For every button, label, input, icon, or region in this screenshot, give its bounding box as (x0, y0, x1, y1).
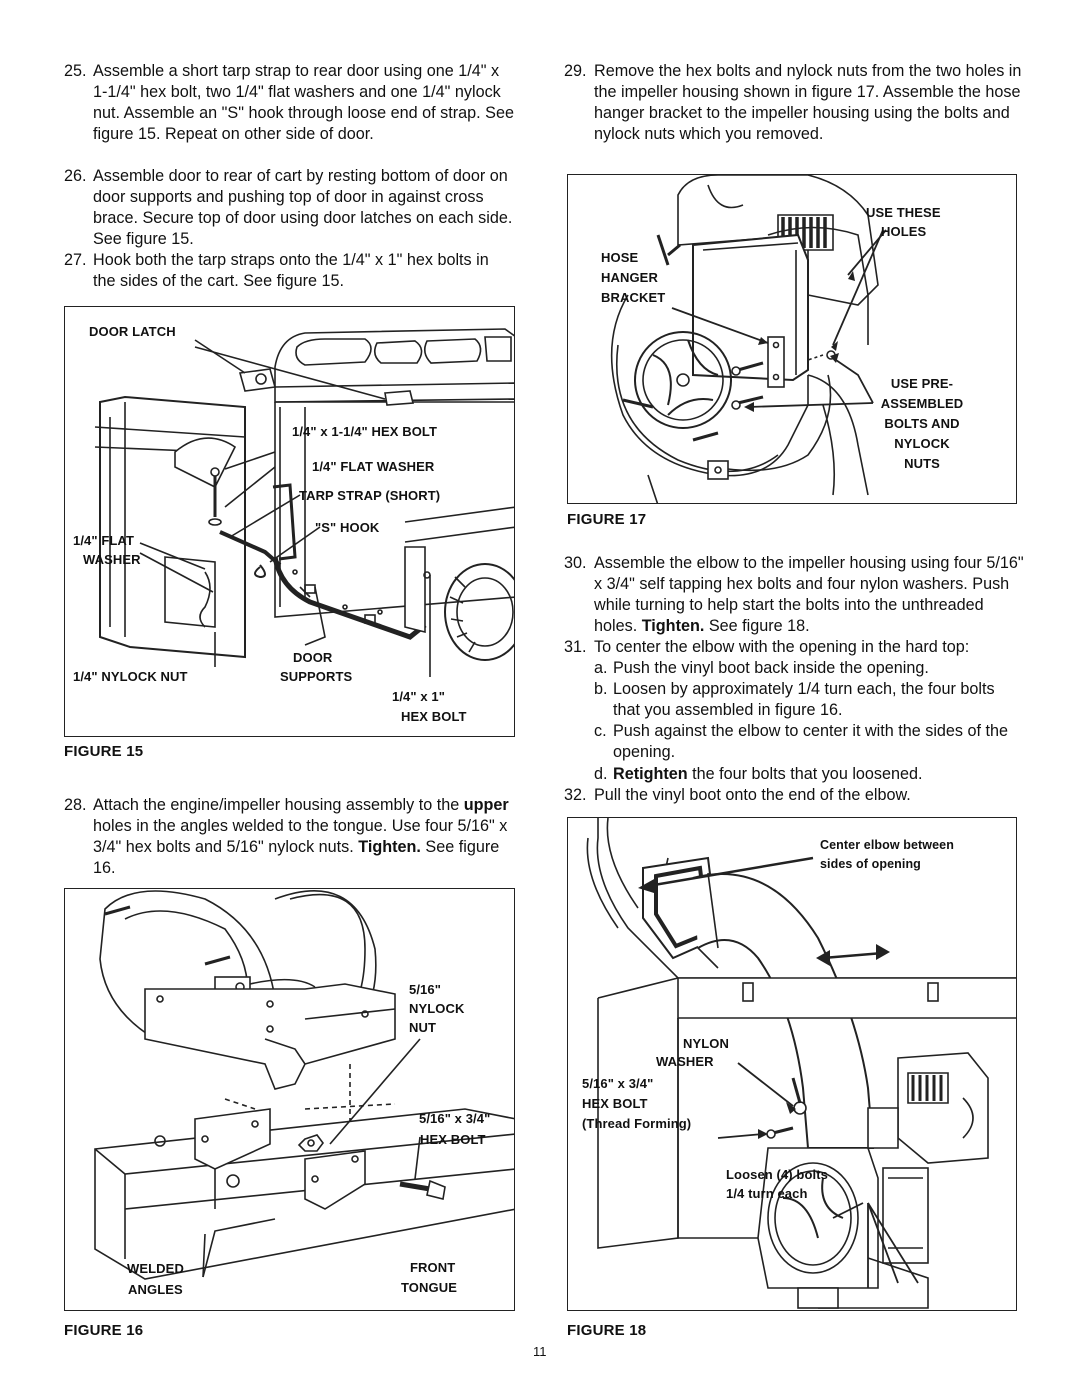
label-use-pre-line3: BOLTS AND (884, 416, 960, 431)
label-center-elbow-line2: sides of opening (820, 857, 921, 871)
label-center-elbow-line1: Center elbow between (820, 838, 954, 852)
step-text: Attach the engine/impeller housing assem… (93, 796, 509, 877)
step-30: 30. Assemble the elbow to the impeller h… (564, 553, 1024, 637)
label-hex-bolt-1x1-line2: HEX BOLT (401, 709, 467, 724)
substep-text: Push against the elbow to center it with… (613, 722, 1009, 761)
label-flat-washer-left-line2: WASHER (83, 552, 141, 567)
step-text: Assemble door to rear of cart by resting… (93, 167, 513, 248)
substep-letter: a. (594, 659, 608, 677)
label-hex-bolt-18-line2: HEX BOLT (582, 1096, 648, 1111)
step-29: 29. Remove the hex bolts and nylock nuts… (564, 61, 1024, 145)
substep-text: Retighten the four bolts that you loosen… (613, 765, 923, 783)
step-32: 32. Pull the vinyl boot onto the end of … (564, 785, 1024, 806)
step-number: 25. (64, 62, 87, 80)
label-hex-bolt-1x1-line1: 1/4" x 1" (392, 689, 445, 704)
figure-16-illustration (94, 890, 514, 1280)
label-nylock-line3: NUT (409, 1020, 437, 1035)
label-hexbolt-line1: 5/16" x 3/4" (419, 1111, 491, 1126)
label-nylock-line1: 5/16" (409, 982, 441, 997)
label-front-line1: FRONT (410, 1260, 456, 1275)
step-number: 26. (64, 167, 87, 185)
label-hex-bolt-18-line1: 5/16" x 3/4" (582, 1076, 654, 1091)
label-use-pre-line4: NYLOCK (894, 436, 950, 451)
step-number: 30. (564, 554, 587, 572)
step-27: 27. Hook both the tarp straps onto the 1… (64, 250, 514, 292)
substep-letter: c. (594, 722, 607, 740)
figure-16-caption: FIGURE 16 (64, 1322, 144, 1339)
label-nylock-line2: NYLOCK (409, 1001, 465, 1016)
substep-31d: d. Retighten the four bolts that you loo… (594, 764, 1024, 785)
figure-15-frame: DOOR LATCH 1/4" x 1-1/4" HEX BOLT 1/4" F… (64, 306, 515, 737)
label-s-hook: "S" HOOK (315, 520, 380, 535)
label-hose-hanger-line3: BRACKET (601, 290, 666, 305)
label-use-pre-line1: USE PRE- (890, 376, 954, 391)
substep-text: Push the vinyl boot back inside the open… (613, 659, 929, 677)
step-28: 28. Attach the engine/impeller housing a… (64, 795, 514, 879)
page-number: 11 (533, 1344, 547, 1359)
label-use-pre-line5: NUTS (904, 456, 940, 471)
figure-16-frame: 5/16" NYLOCK NUT 5/16" x 3/4" HEX BOLT W… (64, 888, 515, 1311)
figure-18-caption: FIGURE 18 (567, 1322, 647, 1339)
label-door-supports-line2: SUPPORTS (280, 669, 353, 684)
label-flat-washer-left-line1: 1/4" FLAT (73, 533, 134, 548)
step-number: 27. (64, 251, 87, 269)
label-use-pre-line2: ASSEMBLED (880, 396, 964, 411)
label-hex-bolt-1-1-4: 1/4" x 1-1/4" HEX BOLT (292, 424, 438, 439)
step-number: 32. (564, 786, 587, 804)
label-loosen-line1: Loosen (4) bolts (726, 1167, 828, 1182)
step-text: To center the elbow with the opening in … (594, 638, 970, 656)
label-hose-hanger-line2: HANGER (601, 270, 658, 285)
label-hexbolt-line2: HEX BOLT (420, 1132, 486, 1147)
label-loosen-line2: 1/4 turn each (726, 1186, 808, 1201)
label-front-line2: TONGUE (401, 1280, 457, 1295)
label-door-latch: DOOR LATCH (89, 324, 176, 339)
label-use-these-holes-line2: HOLES (881, 224, 927, 239)
substep-31a: a. Push the vinyl boot back inside the o… (594, 658, 1024, 679)
label-flat-washer-top: 1/4" FLAT WASHER (312, 459, 435, 474)
step-text: Assemble a short tarp strap to rear door… (93, 62, 514, 143)
figure-15-caption: FIGURE 15 (64, 743, 144, 760)
figure-17-caption: FIGURE 17 (567, 511, 647, 528)
substep-text: Loosen by approximately 1/4 turn each, t… (613, 680, 995, 719)
step-text: Pull the vinyl boot onto the end of the … (594, 786, 911, 804)
figure-18-illustration (586, 818, 1016, 1309)
figure-17-illustration (610, 175, 887, 503)
label-nylon-washer-line1: NYLON (683, 1036, 729, 1051)
step-number: 31. (564, 638, 587, 656)
step-text: Remove the hex bolts and nylock nuts fro… (594, 62, 1022, 143)
substep-letter: d. (594, 765, 608, 783)
step-text: Assemble the elbow to the impeller housi… (594, 554, 1024, 635)
label-nylon-washer-line2: WASHER (656, 1054, 714, 1069)
substep-31b: b. Loosen by approximately 1/4 turn each… (594, 679, 1024, 721)
substep-letter: b. (594, 680, 608, 698)
label-door-supports-line1: DOOR (293, 650, 333, 665)
label-tarp-strap: TARP STRAP (SHORT) (299, 488, 441, 503)
label-nylock-nut: 1/4" NYLOCK NUT (73, 669, 188, 684)
step-26: 26. Assemble door to rear of cart by res… (64, 166, 514, 250)
step-text: Hook both the tarp straps onto the 1/4" … (93, 251, 489, 290)
figure-15-illustration (94, 328, 514, 677)
step-number: 29. (564, 62, 587, 80)
step-25: 25. Assemble a short tarp strap to rear … (64, 61, 514, 145)
figure-17-frame: USE THESE HOLES HOSE HANGER BRACKET USE … (567, 174, 1017, 504)
figure-18-frame: Center elbow between sides of opening NY… (567, 817, 1017, 1311)
step-number: 28. (64, 796, 87, 814)
label-use-these-holes-line1: USE THESE (866, 205, 941, 220)
step-31: 31. To center the elbow with the opening… (564, 637, 1024, 658)
substep-31c: c. Push against the elbow to center it w… (594, 721, 1024, 763)
label-welded-line2: ANGLES (128, 1282, 183, 1297)
label-welded-line1: WELDED (127, 1261, 184, 1276)
label-hose-hanger-line1: HOSE (601, 250, 639, 265)
label-hex-bolt-18-line3: (Thread Forming) (582, 1116, 692, 1131)
